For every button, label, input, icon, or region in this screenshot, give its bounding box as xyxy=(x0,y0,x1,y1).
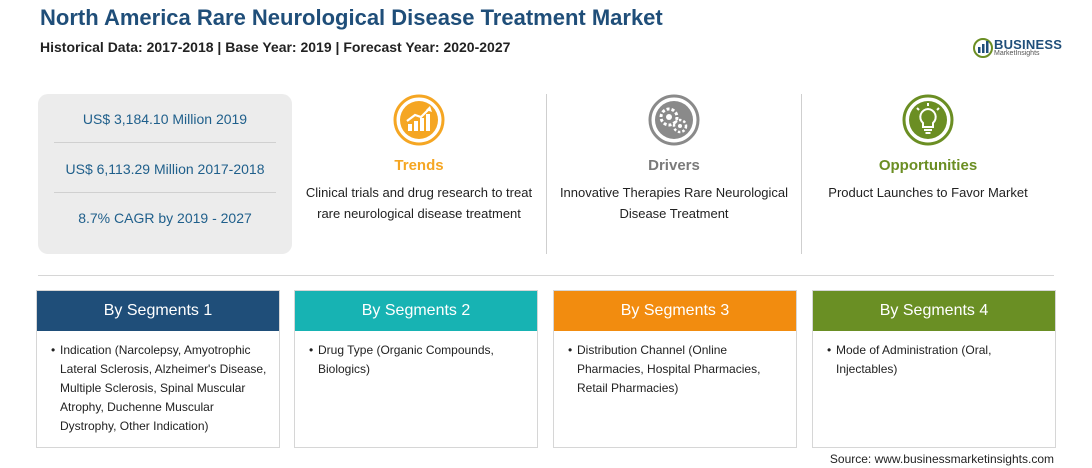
segment-card-4: By Segments 4 Mode of Administration (Or… xyxy=(812,290,1056,448)
feature-divider xyxy=(801,94,802,254)
feature-title: Opportunities xyxy=(878,157,978,174)
gears-icon xyxy=(648,94,700,146)
feature-description: Clinical trials and drug research to tre… xyxy=(305,185,533,221)
segment-item: Distribution Channel (Online Pharmacies,… xyxy=(568,341,784,398)
market-stats-panel: US$ 3,184.10 Million 2019 US$ 6,113.29 M… xyxy=(38,94,292,254)
feature-divider xyxy=(546,94,547,254)
segment-body: Mode of Administration (Oral, Injectable… xyxy=(813,331,1055,379)
segment-item: Indication (Narcolepsy, Amyotrophic Late… xyxy=(51,341,267,436)
segment-card-2: By Segments 2 Drug Type (Organic Compoun… xyxy=(294,290,538,448)
segment-header: By Segments 2 xyxy=(295,291,537,331)
segment-card-3: By Segments 3 Distribution Channel (Onli… xyxy=(553,290,797,448)
page-title: North America Rare Neurological Disease … xyxy=(40,5,663,30)
page-subtitle: Historical Data: 2017-2018 | Base Year: … xyxy=(40,39,511,55)
feature-description: Product Launches to Favor Market xyxy=(828,185,1028,200)
feature-title: Trends xyxy=(394,157,444,174)
segment-item: Mode of Administration (Oral, Injectable… xyxy=(827,341,1043,379)
feature-trends: Trends Clinical trials and drug research… xyxy=(299,94,539,224)
stat-market-size-2019: US$ 3,184.10 Million 2019 xyxy=(82,111,248,127)
stat-market-size-historical: US$ 6,113.29 Million 2017-2018 xyxy=(65,161,265,177)
logo-word: BUSINESS xyxy=(994,37,1063,52)
stat-cagr: 8.7% CAGR by 2019 - 2027 xyxy=(78,210,252,226)
feature-description: Innovative Therapies Rare Neurological D… xyxy=(559,185,789,221)
lightbulb-icon xyxy=(902,94,954,146)
stat-divider xyxy=(54,192,276,193)
segment-header: By Segments 4 xyxy=(813,291,1055,331)
segment-card-1: By Segments 1 Indication (Narcolepsy, Am… xyxy=(36,290,280,448)
source-credit: Source: www.businessmarketinsights.com xyxy=(829,452,1054,466)
section-divider xyxy=(38,275,1054,276)
logo-sub: MarketInsights xyxy=(994,50,1040,57)
segment-header: By Segments 3 xyxy=(554,291,796,331)
logo: BUSINESS MarketInsights xyxy=(972,36,1062,60)
segment-item: Drug Type (Organic Compounds, Biologics) xyxy=(309,341,525,379)
segment-body: Drug Type (Organic Compounds, Biologics) xyxy=(295,331,537,379)
segment-header: By Segments 1 xyxy=(37,291,279,331)
segment-body: Indication (Narcolepsy, Amyotrophic Late… xyxy=(37,331,279,436)
feature-opportunities: Opportunities Product Launches to Favor … xyxy=(808,94,1048,203)
feature-title: Drivers xyxy=(648,157,700,174)
segment-body: Distribution Channel (Online Pharmacies,… xyxy=(554,331,796,398)
stat-divider xyxy=(54,142,276,143)
trending-up-chart-icon xyxy=(393,94,445,146)
bar-chart-globe-icon xyxy=(973,38,993,58)
feature-drivers: Drivers Innovative Therapies Rare Neurol… xyxy=(554,94,794,224)
